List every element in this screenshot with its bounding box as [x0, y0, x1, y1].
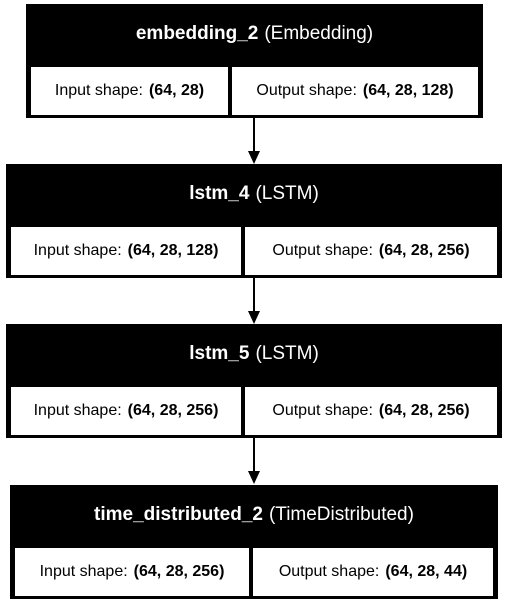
- input-shape-cell: Input shape: (64, 28, 128): [11, 227, 241, 275]
- layer-header: embedding_2 (Embedding): [27, 5, 482, 63]
- input-shape-label: Input shape:: [54, 82, 143, 99]
- input-shape-value: (64, 28): [148, 82, 205, 99]
- layer-name: embedding_2: [135, 23, 259, 44]
- layer-name: lstm_4: [189, 183, 250, 204]
- arrow-line: [253, 278, 255, 314]
- layer-type: (LSTM): [255, 183, 319, 204]
- input-shape-label: Input shape:: [33, 242, 122, 259]
- layer-header: lstm_4 (LSTM): [7, 165, 501, 223]
- output-shape-cell: Output shape: (64, 28, 44): [253, 548, 493, 596]
- output-shape-value: (64, 28, 44): [385, 563, 468, 580]
- layer-type: (Embedding): [264, 23, 374, 44]
- layer-node-lstm-4: lstm_4 (LSTM) Input shape: (64, 28, 128)…: [6, 164, 502, 278]
- arrow-line: [253, 118, 255, 154]
- output-shape-cell: Output shape: (64, 28, 128): [232, 67, 478, 115]
- flow-arrow: [244, 118, 264, 164]
- arrow-head-icon: [248, 471, 260, 484]
- arrow-line: [253, 438, 255, 474]
- layer-type: (LSTM): [255, 343, 319, 364]
- output-shape-label: Output shape:: [256, 82, 357, 99]
- input-shape-cell: Input shape: (64, 28, 256): [15, 548, 249, 596]
- output-shape-cell: Output shape: (64, 28, 256): [245, 387, 497, 435]
- input-shape-label: Input shape:: [39, 563, 128, 580]
- output-shape-value: (64, 28, 128): [362, 82, 454, 99]
- output-shape-value: (64, 28, 256): [378, 242, 470, 259]
- output-shape-value: (64, 28, 256): [378, 402, 470, 419]
- layer-node-time-distributed: time_distributed_2 (TimeDistributed) Inp…: [10, 485, 498, 599]
- arrow-head-icon: [248, 311, 260, 324]
- output-shape-label: Output shape:: [278, 563, 380, 580]
- layer-name: time_distributed_2: [94, 504, 263, 525]
- layer-header: time_distributed_2 (TimeDistributed): [11, 486, 497, 544]
- input-shape-cell: Input shape: (64, 28): [31, 67, 228, 115]
- layer-node-lstm-5: lstm_5 (LSTM) Input shape: (64, 28, 256)…: [6, 324, 502, 438]
- input-shape-value: (64, 28, 128): [127, 242, 219, 259]
- output-shape-label: Output shape:: [272, 242, 373, 259]
- input-shape-cell: Input shape: (64, 28, 256): [11, 387, 241, 435]
- layer-node-embedding: embedding_2 (Embedding) Input shape: (64…: [26, 4, 483, 118]
- layer-header: lstm_5 (LSTM): [7, 325, 501, 383]
- flow-arrow: [244, 438, 264, 484]
- input-shape-value: (64, 28, 256): [133, 563, 225, 580]
- arrow-head-icon: [248, 151, 260, 164]
- input-shape-value: (64, 28, 256): [127, 402, 219, 419]
- output-shape-label: Output shape:: [272, 402, 373, 419]
- input-shape-label: Input shape:: [33, 402, 122, 419]
- layer-type: (TimeDistributed): [268, 504, 414, 525]
- flow-arrow: [244, 278, 264, 324]
- output-shape-cell: Output shape: (64, 28, 256): [245, 227, 497, 275]
- layer-name: lstm_5: [189, 343, 250, 364]
